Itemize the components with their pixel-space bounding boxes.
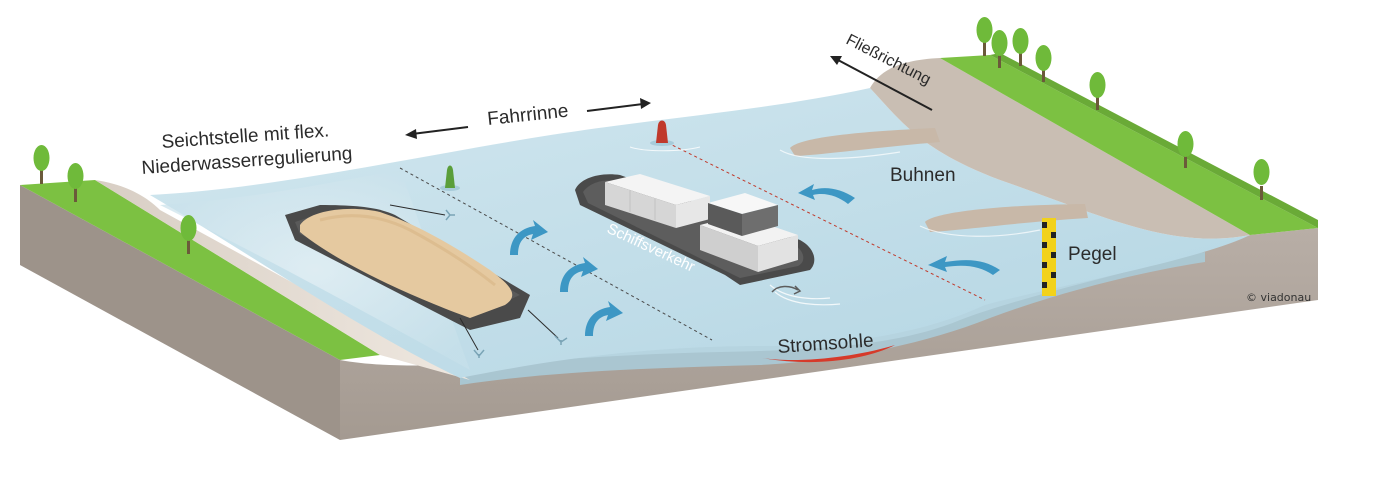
tree-icon <box>976 17 993 56</box>
right-grass-dark <box>990 53 1318 228</box>
groyne-1 <box>790 128 940 156</box>
tree-icon <box>67 163 84 202</box>
ship-wake <box>769 284 841 306</box>
current-arrow-icon <box>771 285 802 295</box>
container-stack-top <box>605 174 710 205</box>
tree-icon <box>1177 131 1194 168</box>
tree-icon <box>180 215 197 254</box>
current-arrow-icon <box>928 256 1000 275</box>
right-grass-bank <box>940 55 1318 235</box>
groyne-2-ripple <box>919 225 1041 237</box>
bridge-lower-side <box>758 235 798 272</box>
water-cross-section <box>460 252 1205 385</box>
tree-icon <box>1012 28 1029 66</box>
current-arrow-icon <box>560 257 598 292</box>
groyne-1-ripple <box>779 149 901 160</box>
sand-barge <box>285 205 530 330</box>
left-side-face <box>20 185 340 440</box>
anchors <box>389 204 568 358</box>
sand-load-highlight <box>319 214 496 287</box>
anchor-icon <box>527 309 568 345</box>
bridge-upper-front <box>708 203 742 236</box>
container-stack-side <box>676 196 710 228</box>
anchor-icon <box>389 204 455 221</box>
bridge-lower-front <box>700 225 758 272</box>
fairway-boundaries <box>399 139 986 341</box>
fairway-label: Fahrrinne <box>486 101 569 130</box>
groynes-label: Buhnen <box>890 165 956 186</box>
buoy-icon <box>440 165 460 191</box>
current-arrow-icon <box>510 220 548 255</box>
front-face <box>340 228 1318 440</box>
fairway-width-arrow <box>405 98 651 139</box>
sand-load <box>300 208 513 318</box>
left-grass-bank <box>20 180 380 360</box>
ship <box>575 174 841 306</box>
trees <box>33 17 1270 254</box>
copyright-label: © viadonau <box>1246 291 1311 304</box>
fairway-line-left <box>399 167 713 341</box>
container-stack-front <box>605 182 676 228</box>
groynes <box>779 128 1088 237</box>
gauge-pole-icon <box>1042 218 1056 296</box>
tree-icon <box>1035 45 1052 82</box>
current-arrow-icon <box>798 184 855 204</box>
anchor-icon <box>459 317 485 358</box>
tree-icon <box>1253 159 1270 200</box>
bridge-upper-side <box>742 205 778 236</box>
buoy-icon <box>629 120 701 152</box>
right-bank-slope <box>870 58 1250 239</box>
flow-direction-arrow <box>830 56 933 111</box>
current-arrow-icon <box>585 301 623 336</box>
tree-icon <box>33 145 50 184</box>
gauge-label: Pegel <box>1068 244 1117 265</box>
fairway-line-right <box>661 139 986 301</box>
bridge-upper-top <box>708 193 778 214</box>
tree-icon <box>991 30 1008 68</box>
groyne-2 <box>925 204 1088 232</box>
flow-arrows <box>510 184 1000 336</box>
riverbed-mark <box>762 345 895 363</box>
tree-icon <box>1089 72 1106 110</box>
